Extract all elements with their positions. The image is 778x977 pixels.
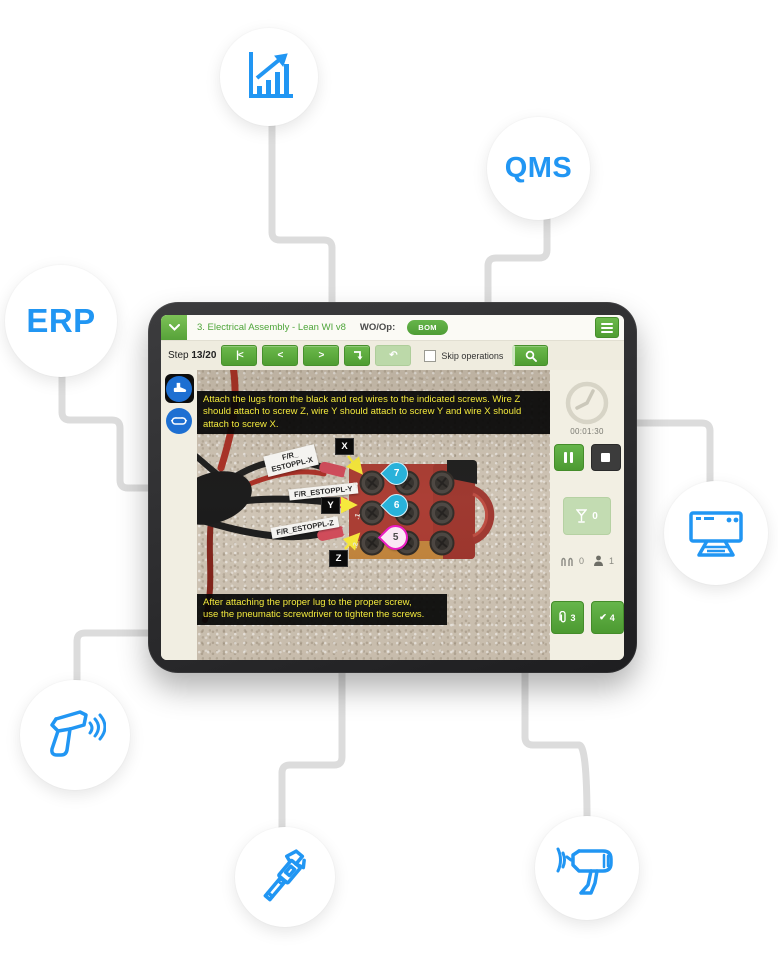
erp-label: ERP <box>26 302 96 339</box>
step-value: 13/20 <box>191 350 217 361</box>
attachments-count: 3 <box>570 612 576 623</box>
drill-icon <box>556 847 613 895</box>
barcode-scanner-icon <box>50 710 106 757</box>
scrap-count: 0 <box>592 510 598 522</box>
collapse-button[interactable] <box>161 315 187 340</box>
skip-operations-checkbox[interactable] <box>424 349 437 362</box>
stop-icon <box>601 453 610 462</box>
step-bar: Step 13/20 |< < > ↶ Skip operations <box>161 341 624 370</box>
hamburger-icon <box>601 322 613 325</box>
magnifier-icon <box>526 350 538 362</box>
attachments-button[interactable]: 3 <box>550 601 584 634</box>
tablet: 3. Electrical Assembly - Lean WI v8 WO/O… <box>148 302 637 673</box>
pause-button[interactable] <box>553 444 584 471</box>
scrap-glass-icon <box>576 509 588 523</box>
stop-button[interactable] <box>590 444 621 471</box>
title-bar: 3. Electrical Assembly - Lean WI v8 WO/O… <box>161 315 624 341</box>
marker-z: Z <box>329 550 348 567</box>
first-step-button[interactable]: |< <box>221 345 258 366</box>
people-icon <box>594 555 603 566</box>
step-counter: Step 13/20 <box>168 350 217 361</box>
people-count: 1 <box>609 556 615 566</box>
checks-count: 4 <box>609 612 615 623</box>
ppe-column <box>161 370 197 660</box>
paperclip-icon <box>559 611 567 623</box>
work-instruction-photo: F/R_ ESTOPPL-X F/R_ESTOPPL-Y F/R_ESTOPPL… <box>197 370 550 660</box>
erp-circle: ERP <box>5 265 117 377</box>
check-icon: ✔ <box>599 612 607 622</box>
caliper-icon <box>263 849 306 902</box>
app-screen: 3. Electrical Assembly - Lean WI v8 WO/O… <box>161 315 624 660</box>
printer-icon <box>689 511 743 557</box>
jump-icon <box>353 351 363 360</box>
next-step-button[interactable]: > <box>303 345 340 366</box>
undo-button[interactable]: ↶ <box>375 345 412 366</box>
chevron-down-icon <box>168 324 180 331</box>
safety-boots-badge <box>164 374 194 403</box>
marker-x: X <box>335 438 354 455</box>
page-title: 3. Electrical Assembly - Lean WI v8 <box>197 322 346 333</box>
qms-circle: QMS <box>487 117 590 220</box>
bar-chart-icon <box>249 52 293 98</box>
skip-operations-label: Skip operations <box>441 350 504 361</box>
tools-icon <box>561 557 573 566</box>
elapsed-time: 00:01:30 <box>570 427 604 436</box>
right-sidebar: 00:01:30 0 <box>550 370 624 660</box>
counters-row: 0 1 <box>560 555 614 567</box>
printer-circle <box>664 481 768 585</box>
wo-op-label: WO/Op: <box>359 322 396 333</box>
safety-goggles-icon <box>166 408 192 434</box>
bom-button[interactable]: BOM <box>407 320 448 335</box>
jump-to-step-button[interactable] <box>344 345 371 366</box>
scanner-circle <box>20 680 130 790</box>
qms-label: QMS <box>504 152 573 184</box>
pause-icon <box>564 452 567 463</box>
previous-step-button[interactable]: < <box>262 345 299 366</box>
menu-button[interactable] <box>595 317 619 338</box>
drill-circle <box>535 816 639 920</box>
report-scrap-button[interactable]: 0 <box>563 497 611 535</box>
photo-graphics <box>197 370 495 623</box>
checks-button[interactable]: ✔ 4 <box>590 601 624 634</box>
clock-icon <box>565 381 609 425</box>
safety-boot-icon <box>173 382 186 393</box>
caliper-circle <box>235 827 335 927</box>
instruction-caption-bottom: After attaching the proper lug to the pr… <box>197 594 447 625</box>
content-row: F/R_ ESTOPPL-X F/R_ESTOPPL-Y F/R_ESTOPPL… <box>161 370 624 660</box>
tools-count: 0 <box>578 556 584 566</box>
marker-y: Y <box>321 497 340 514</box>
zoom-button[interactable] <box>512 345 549 366</box>
instruction-caption-top: Attach the lugs from the black and red w… <box>197 391 550 435</box>
analytics-circle <box>220 28 318 126</box>
